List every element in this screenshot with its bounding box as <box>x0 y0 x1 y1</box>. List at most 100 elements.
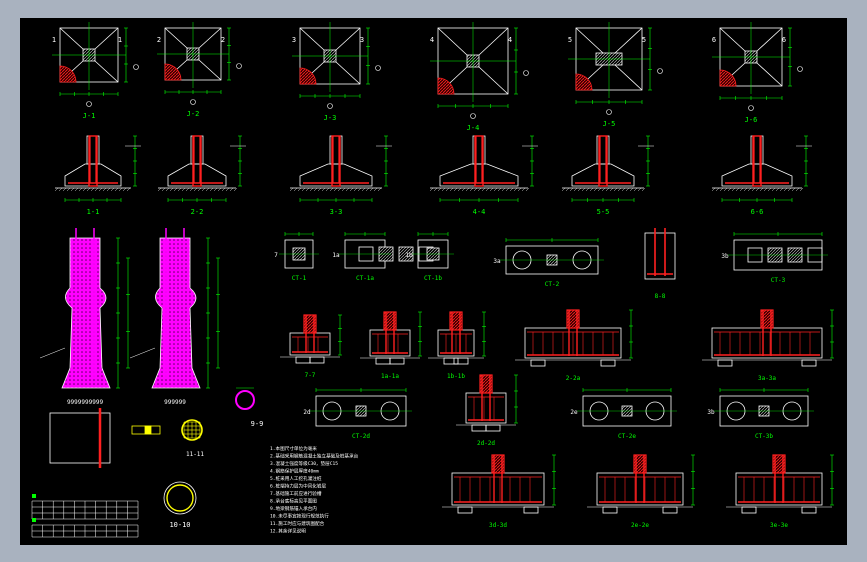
cap-section-label: 3a-3a <box>758 375 776 382</box>
pile-body <box>151 237 201 389</box>
note-line: 10.未尽事宜按现行规范执行 <box>270 513 329 520</box>
axis-mark: 5 <box>642 36 646 44</box>
axis-mark: 1 <box>52 36 56 44</box>
cap-section: 3e-3e <box>726 454 834 529</box>
cap-section: 1b-1b <box>428 311 486 380</box>
plan-label: J-2 <box>187 110 200 118</box>
cap-section-label: 1a-1a <box>381 373 399 380</box>
section-label: 6-6 <box>751 208 764 216</box>
section-label: 5-5 <box>597 208 610 216</box>
cap-section: 3d-3d <box>442 454 556 529</box>
note-line: 5.桩采用人工挖孔灌注桩 <box>270 475 322 482</box>
axis-mark: 6 <box>782 36 786 44</box>
schedule-table <box>31 494 139 520</box>
label-8-8: 8-8 <box>655 293 666 300</box>
footing-section: 4-4 <box>429 135 538 216</box>
cap-section: 2d-2d <box>456 374 518 447</box>
note-line: 11.施工时应与建筑图配合 <box>270 520 325 527</box>
footing-section: 3-3 <box>289 135 392 216</box>
cap-axis: 3b <box>707 409 715 416</box>
section-label: 4-4 <box>473 208 486 216</box>
cap-section-label: 3e-3e <box>770 522 788 529</box>
plan-label: J-3 <box>324 114 337 122</box>
cap-axis: 2d <box>303 409 311 416</box>
footing-plan: 1 1J-1 <box>52 22 139 120</box>
cap-axis: 1a <box>332 252 340 259</box>
pile-cap-details: 7CT-11aCT-1a1bCT-1b3aCT-23bCT-32dCT-2d2e… <box>274 228 834 529</box>
note-line: 12.其余详见说明 <box>270 528 306 535</box>
cap-label: CT-1 <box>292 275 307 282</box>
cap-label: CT-2d <box>352 433 370 440</box>
plan-label: J-6 <box>745 116 758 124</box>
cap-section: 2-2a <box>515 309 633 382</box>
footing-section: 1-1 <box>54 135 141 216</box>
plan-label: J-5 <box>603 120 616 128</box>
plan-label: J-1 <box>83 112 96 120</box>
label-11-11: 11-11 <box>186 451 204 458</box>
axis-mark: 3 <box>292 36 296 44</box>
cap-plan: 7CT-1 <box>274 232 319 282</box>
cap-label: CT-3 <box>771 277 786 284</box>
footing-plan: 3 3J-3 <box>292 22 381 122</box>
note-line: 4.钢筋保护层厚度40mm <box>270 468 319 475</box>
rebar-quadrant <box>59 65 77 83</box>
pile-elevation: 9999999999 <box>39 228 130 406</box>
footing-plan: 5 5J-5 <box>568 22 663 128</box>
footing-plan: 6 6J-6 <box>712 22 803 124</box>
footing-section: 2-2 <box>157 135 246 216</box>
pile-body <box>61 237 111 389</box>
pile-elevation: 999999 <box>129 228 220 406</box>
note-line: 6.桩端持力层为中风化岩层 <box>270 483 326 490</box>
axis-mark: 4 <box>508 36 512 44</box>
section-label: 1-1 <box>87 208 100 216</box>
footing-sections-row: 1-1 2-2 3-3 4-4 5-5 6-6 <box>54 135 812 216</box>
cap-section-label: 1b-1b <box>447 373 465 380</box>
rebar-quadrant <box>719 69 737 87</box>
pile-note: 999999 <box>164 399 186 406</box>
cap-section-label: 2d-2d <box>477 440 495 447</box>
axis-mark: 6 <box>712 36 716 44</box>
cap-section: 2e-2e <box>587 454 695 529</box>
axis-mark: 3 <box>360 36 364 44</box>
cap-axis: 3a <box>493 258 501 265</box>
cap-axis: 7 <box>274 252 278 259</box>
axis-mark: 2 <box>157 36 161 44</box>
note-line: 2.基础采用钢筋混凝土独立基础及桩基承台 <box>270 453 359 460</box>
cap-section-label: 7-7 <box>305 372 316 379</box>
general-notes: 1.本图尺寸单位为毫米2.基础采用钢筋混凝土独立基础及桩基承台3.混凝土强度等级… <box>270 445 359 535</box>
cap-label: CT-1a <box>356 275 374 282</box>
cap-section-label: 3d-3d <box>489 522 507 529</box>
section-label: 3-3 <box>330 208 343 216</box>
schedule-tables <box>31 494 139 538</box>
section-label: 2-2 <box>191 208 204 216</box>
cap-axis: 3b <box>721 253 729 260</box>
axis-mark: 5 <box>568 36 572 44</box>
cap-label: CT-1b <box>424 275 442 282</box>
cap-axis: 1b <box>405 252 413 259</box>
cap-axis: 2e <box>570 409 578 416</box>
cap-section: 7-7 <box>280 314 342 379</box>
axis-mark: 4 <box>430 36 434 44</box>
cap-section-label: 2-2a <box>566 375 581 382</box>
rebar-quadrant <box>164 63 182 81</box>
cap-label: CT-2 <box>545 281 560 288</box>
note-line: 3.混凝土强度等级C30，垫层C15 <box>270 460 338 467</box>
axis-mark: 1 <box>118 36 122 44</box>
footing-section: 5-5 <box>561 135 654 216</box>
note-line: 7.基础施工前应进行验槽 <box>270 490 322 497</box>
cap-label: CT-3b <box>755 433 773 440</box>
